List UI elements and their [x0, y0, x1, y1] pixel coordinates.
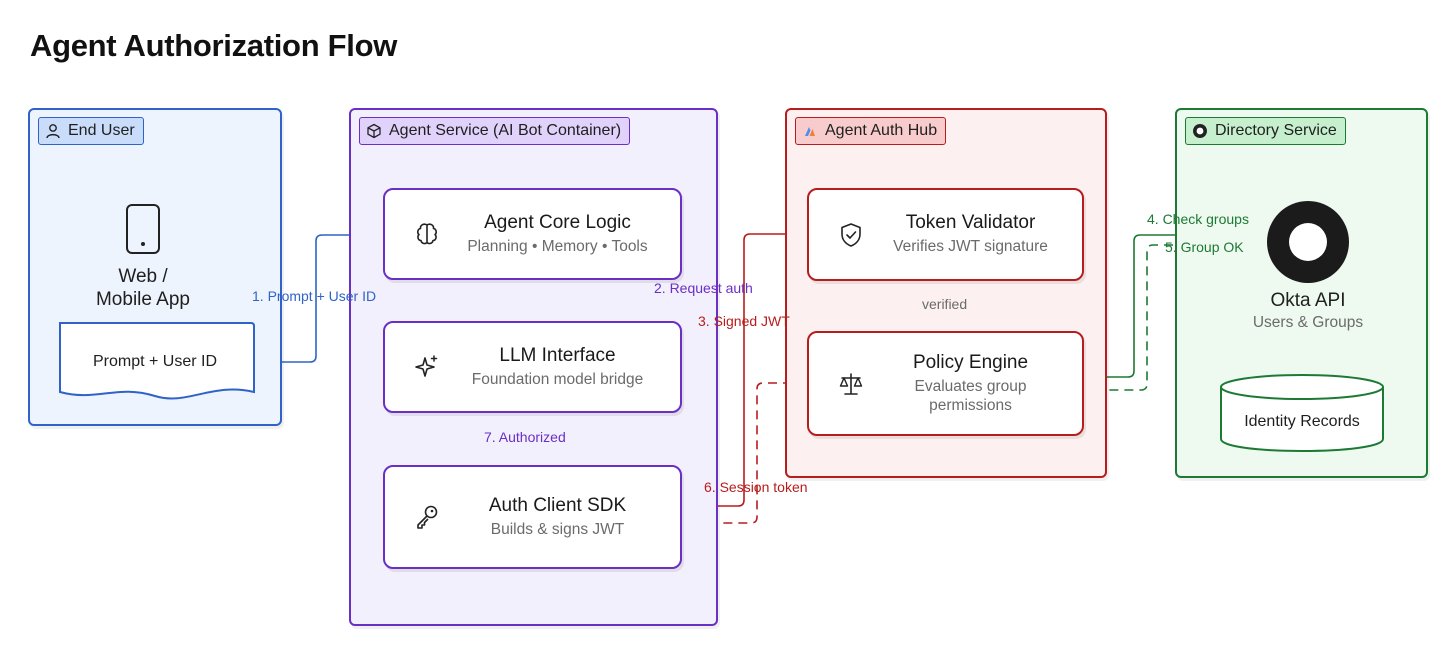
- token-validator-node[interactable]: Token Validator Verifies JWT signature: [807, 188, 1084, 281]
- edge-label-session-token: 6. Session token: [704, 479, 808, 495]
- end-user-group-label: End User: [38, 117, 144, 145]
- okta-api-subtitle: Users & Groups: [1252, 314, 1364, 331]
- brain-icon: [417, 223, 437, 245]
- policy-engine-subtitle: Evaluates group permissions: [914, 378, 1026, 415]
- policy-engine-subtitle-line2: permissions: [929, 396, 1012, 414]
- directory-service-group-title: Directory Service: [1215, 122, 1337, 139]
- auth-client-sdk-title: Auth Client SDK: [488, 494, 627, 516]
- llm-interface-node[interactable]: LLM Interface Foundation model bridge: [383, 321, 682, 413]
- auth-client-sdk-node[interactable]: Auth Client SDK Builds & signs JWT: [383, 465, 682, 569]
- agent-core-logic-node[interactable]: Agent Core Logic Planning • Memory • Too…: [383, 188, 682, 280]
- edge-label-authorized: 7. Authorized: [484, 429, 566, 445]
- auth-client-sdk-subtitle: Builds & signs JWT: [490, 520, 625, 538]
- edge-label-group-ok: 5. Group OK: [1165, 239, 1244, 255]
- web-app-title-line1: Web /: [118, 266, 168, 287]
- okta-logo-icon: [1267, 201, 1349, 283]
- agent-core-logic-title: Agent Core Logic: [484, 211, 631, 233]
- edge-group-ok: [1086, 244, 1263, 394]
- token-validator-title: Token Validator: [905, 212, 1036, 234]
- scale-icon: [839, 372, 863, 395]
- identity-records-database: [1220, 374, 1384, 452]
- edge-signed-jwt: [682, 230, 806, 507]
- policy-engine-title: Policy Engine: [912, 351, 1029, 373]
- token-validator-subtitle: Verifies JWT signature: [893, 238, 1048, 256]
- edge-check-groups: [1084, 231, 1264, 378]
- cube-icon: [367, 123, 381, 139]
- web-app-label: Web / Mobile App: [60, 265, 226, 311]
- prompt-document-shape: [59, 322, 255, 400]
- edge-label-verified: verified: [922, 296, 968, 312]
- edge-label-request-auth: 2. Request auth: [654, 280, 753, 296]
- user-icon: [46, 124, 60, 139]
- page-title: Agent Authorization Flow: [30, 28, 398, 63]
- llm-interface-title: LLM Interface: [499, 344, 616, 366]
- edge-label-prompt: 1. Prompt + User ID: [252, 288, 377, 304]
- prompt-document-label: Prompt + User ID: [92, 353, 218, 370]
- end-user-group-title: End User: [68, 122, 135, 139]
- policy-engine-subtitle-line1: Evaluates group: [914, 377, 1027, 395]
- edge-label-check-groups: 4. Check groups: [1147, 211, 1249, 227]
- identity-records-label: Identity Records: [1244, 413, 1360, 430]
- shield-icon: [841, 222, 861, 247]
- auth-hub-group-title: Agent Auth Hub: [825, 122, 938, 139]
- agent-core-logic-subtitle: Planning • Memory • Tools: [467, 237, 648, 255]
- edge-prompt: [250, 231, 382, 363]
- web-app-title-line2: Mobile App: [95, 289, 190, 310]
- hub-logo-icon: [805, 127, 815, 136]
- okta-api-title: Okta API: [1270, 290, 1346, 311]
- agent-service-group-title: Agent Service (AI Bot Container): [389, 122, 622, 139]
- sparkles-icon: [415, 355, 438, 377]
- policy-engine-node[interactable]: Policy Engine Evaluates group permission…: [807, 331, 1084, 436]
- auth-hub-group-label: Agent Auth Hub: [795, 117, 947, 145]
- key-icon: [417, 505, 438, 529]
- okta-icon: [1193, 124, 1207, 138]
- agent-service-group-label: Agent Service (AI Bot Container): [359, 117, 631, 145]
- smartphone-icon: [126, 204, 160, 254]
- edge-label-signed-jwt: 3. Signed JWT: [698, 313, 790, 329]
- llm-interface-subtitle: Foundation model bridge: [471, 370, 644, 388]
- directory-service-group-label: Directory Service: [1185, 117, 1346, 145]
- edge-session-token: [685, 382, 807, 527]
